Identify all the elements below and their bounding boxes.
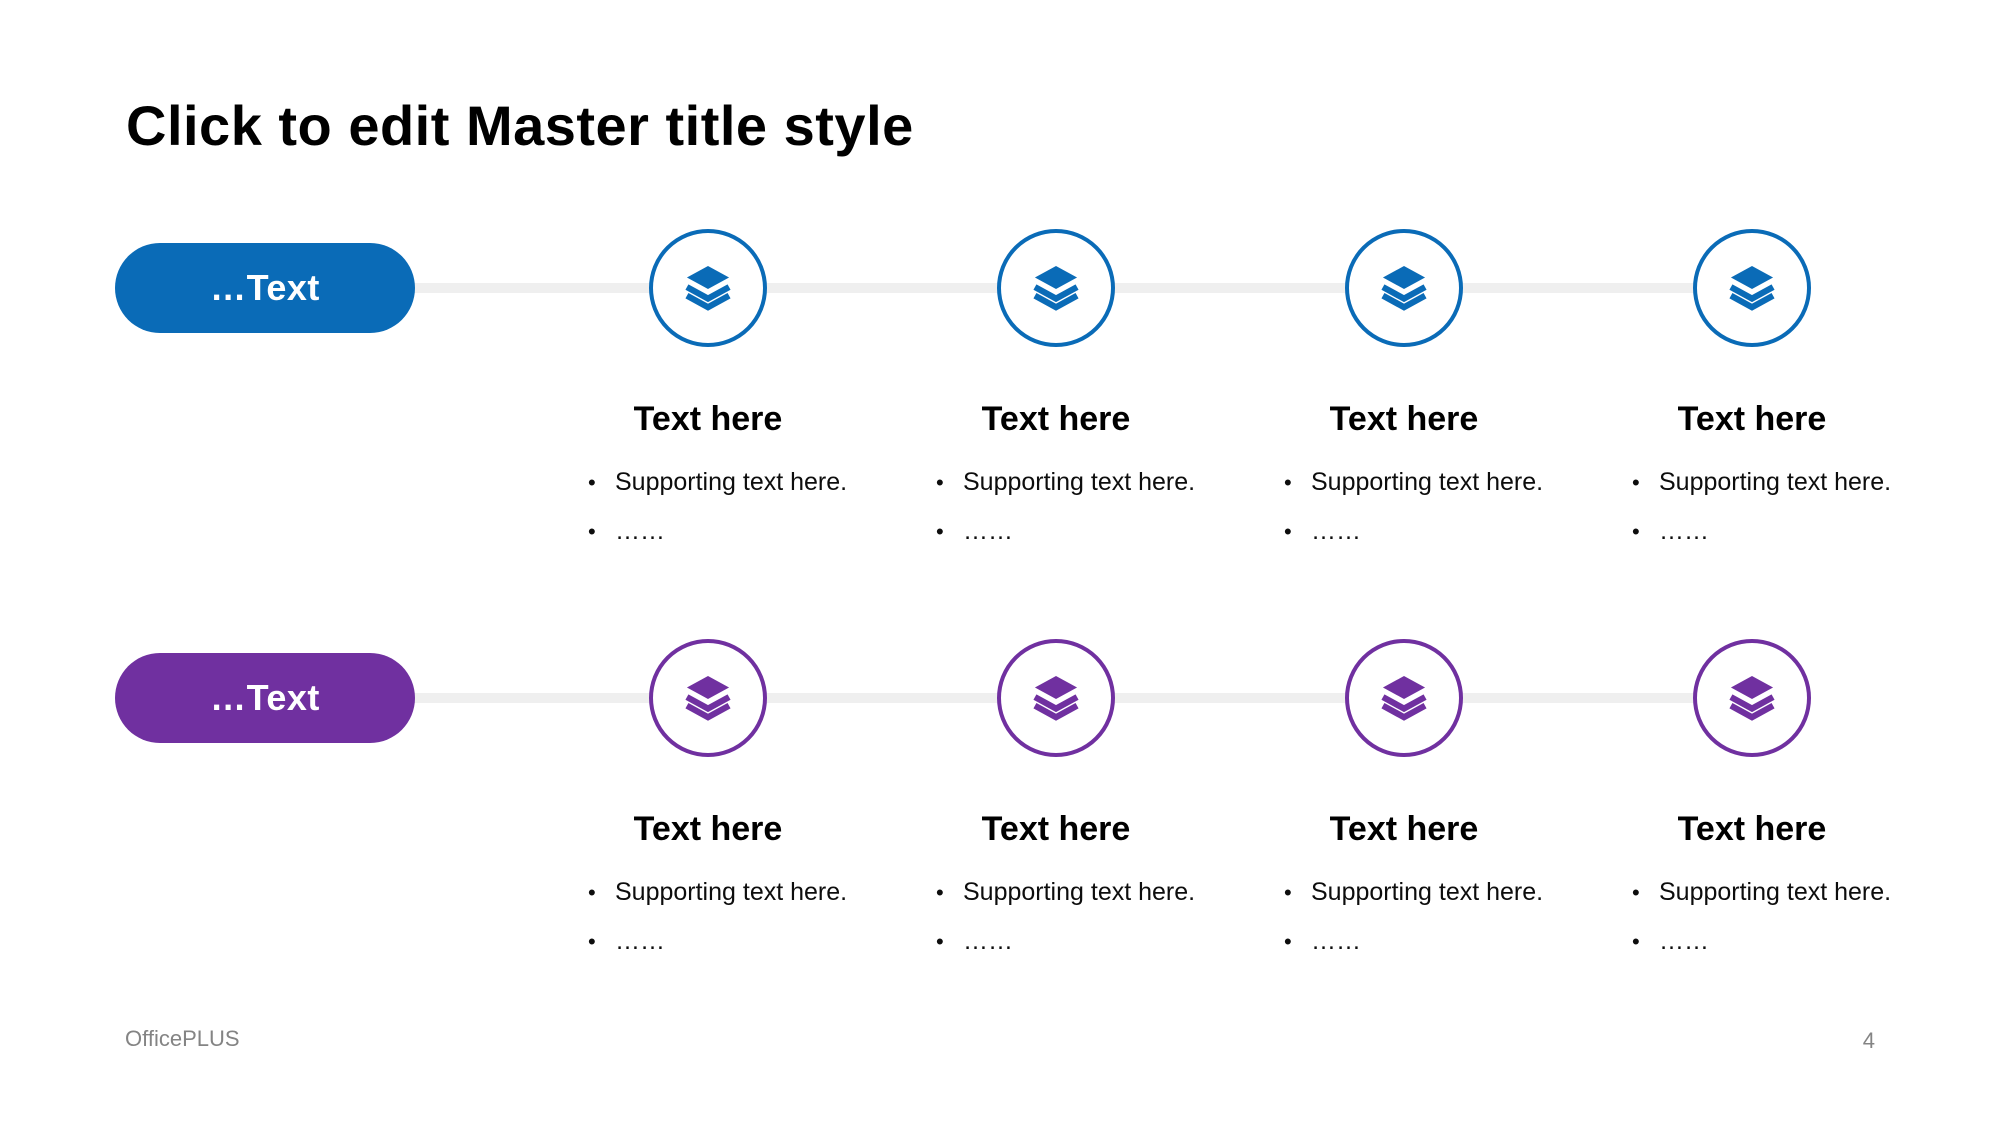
- page-title[interactable]: Click to edit Master title style: [126, 94, 914, 157]
- circle-node[interactable]: [649, 229, 767, 347]
- process-item: Text here • Supporting text here. • ……: [1587, 639, 1917, 966]
- bullet-item[interactable]: • Supporting text here.: [1632, 868, 1917, 917]
- bullet-list: • Supporting text here. • ……: [891, 868, 1221, 966]
- process-item: Text here • Supporting text here. • ……: [1587, 229, 1917, 556]
- item-heading[interactable]: Text here: [981, 400, 1131, 438]
- bullet-item[interactable]: • Supporting text here.: [588, 458, 873, 507]
- bullet-dot: •: [1632, 470, 1640, 495]
- layers-icon: [1727, 266, 1777, 311]
- page-number: 4: [1862, 1028, 1875, 1053]
- bullet-list: • Supporting text here. • ……: [543, 458, 873, 556]
- bullet-item[interactable]: • ……: [588, 917, 873, 966]
- process-item: Text here • Supporting text here. • ……: [543, 639, 873, 966]
- pill-label: …Text: [210, 677, 320, 718]
- bullet-item[interactable]: • ……: [936, 917, 1221, 966]
- layers-icon: [1379, 676, 1429, 721]
- bullet-item[interactable]: • Supporting text here.: [1284, 868, 1569, 917]
- bullet-list: • Supporting text here. • ……: [891, 458, 1221, 556]
- circle-node[interactable]: [1693, 639, 1811, 757]
- bullet-dot: •: [936, 470, 944, 495]
- bullet-dot: •: [1284, 880, 1292, 905]
- bullet-dot: •: [1284, 519, 1292, 544]
- circle-node[interactable]: [1693, 229, 1811, 347]
- footer-brand: OfficePLUS: [125, 1026, 240, 1051]
- bullet-dot: •: [1632, 929, 1640, 954]
- pill-label: …Text: [210, 267, 320, 308]
- bullet-text: Supporting text here.: [615, 468, 848, 496]
- process-item: Text here • Supporting text here. • ……: [891, 229, 1221, 556]
- bullet-item[interactable]: • ……: [936, 507, 1221, 556]
- process-item: Text here • Supporting text here. • ……: [1239, 229, 1569, 556]
- bullet-item[interactable]: • ……: [1284, 507, 1569, 556]
- bullet-item[interactable]: • Supporting text here.: [936, 458, 1221, 507]
- circle-node[interactable]: [1345, 229, 1463, 347]
- bullet-item[interactable]: • ……: [588, 507, 873, 556]
- bullet-text: ……: [1311, 927, 1361, 955]
- bullet-dot: •: [936, 929, 944, 954]
- bullet-item[interactable]: • Supporting text here.: [936, 868, 1221, 917]
- bullet-list: • Supporting text here. • ……: [1239, 458, 1569, 556]
- item-heading[interactable]: Text here: [981, 810, 1131, 848]
- process-item: Text here • Supporting text here. • ……: [1239, 639, 1569, 966]
- bullet-item[interactable]: • Supporting text here.: [588, 868, 873, 917]
- circle-node[interactable]: [997, 639, 1115, 757]
- bullet-dot: •: [588, 519, 596, 544]
- row-label-pill[interactable]: …Text: [115, 653, 415, 743]
- bullet-text: Supporting text here.: [1659, 878, 1892, 906]
- bullet-dot: •: [1632, 880, 1640, 905]
- bullet-text: Supporting text here.: [1311, 878, 1544, 906]
- bullet-text: ……: [1659, 927, 1709, 955]
- bullet-text: ……: [615, 927, 665, 955]
- layers-icon: [683, 676, 733, 721]
- row-label-pill[interactable]: …Text: [115, 243, 415, 333]
- bullet-text: Supporting text here.: [615, 878, 848, 906]
- bullet-text: ……: [1659, 517, 1709, 545]
- bullet-text: ……: [963, 927, 1013, 955]
- bullet-text: ……: [963, 517, 1013, 545]
- layers-icon: [1379, 266, 1429, 311]
- circle-node[interactable]: [649, 639, 767, 757]
- item-heading[interactable]: Text here: [1329, 400, 1479, 438]
- bullet-dot: •: [1284, 470, 1292, 495]
- bullet-list: • Supporting text here. • ……: [543, 868, 873, 966]
- process-row-1: …Text Text here • Supporting text here. •…: [0, 0, 2000, 545]
- bullet-text: Supporting text here.: [963, 468, 1196, 496]
- bullet-text: Supporting text here.: [1659, 468, 1892, 496]
- bullet-dot: •: [588, 470, 596, 495]
- item-heading[interactable]: Text here: [1677, 400, 1827, 438]
- circle-node[interactable]: [1345, 639, 1463, 757]
- process-row-2: …Text Text here • Supporting text here. •…: [0, 410, 2000, 955]
- bullet-dot: •: [936, 880, 944, 905]
- bullet-item[interactable]: • ……: [1632, 917, 1917, 966]
- bullet-item[interactable]: • ……: [1632, 507, 1917, 556]
- item-heading[interactable]: Text here: [1677, 810, 1827, 848]
- bullet-dot: •: [588, 880, 596, 905]
- bullet-item[interactable]: • ……: [1284, 917, 1569, 966]
- bullet-list: • Supporting text here. • ……: [1587, 868, 1917, 966]
- bullet-dot: •: [1284, 929, 1292, 954]
- process-item: Text here • Supporting text here. • ……: [891, 639, 1221, 966]
- bullet-item[interactable]: • Supporting text here.: [1632, 458, 1917, 507]
- layers-icon: [1031, 676, 1081, 721]
- bullet-list: • Supporting text here. • ……: [1587, 458, 1917, 556]
- item-heading[interactable]: Text here: [633, 810, 783, 848]
- bullet-text: ……: [1311, 517, 1361, 545]
- layers-icon: [683, 266, 733, 311]
- bullet-dot: •: [936, 519, 944, 544]
- bullet-text: Supporting text here.: [963, 878, 1196, 906]
- bullet-item[interactable]: • Supporting text here.: [1284, 458, 1569, 507]
- bullet-text: ……: [615, 517, 665, 545]
- bullet-dot: •: [588, 929, 596, 954]
- item-heading[interactable]: Text here: [633, 400, 783, 438]
- bullet-text: Supporting text here.: [1311, 468, 1544, 496]
- bullet-dot: •: [1632, 519, 1640, 544]
- circle-node[interactable]: [997, 229, 1115, 347]
- layers-icon: [1031, 266, 1081, 311]
- layers-icon: [1727, 676, 1777, 721]
- bullet-list: • Supporting text here. • ……: [1239, 868, 1569, 966]
- process-item: Text here • Supporting text here. • ……: [543, 229, 873, 556]
- item-heading[interactable]: Text here: [1329, 810, 1479, 848]
